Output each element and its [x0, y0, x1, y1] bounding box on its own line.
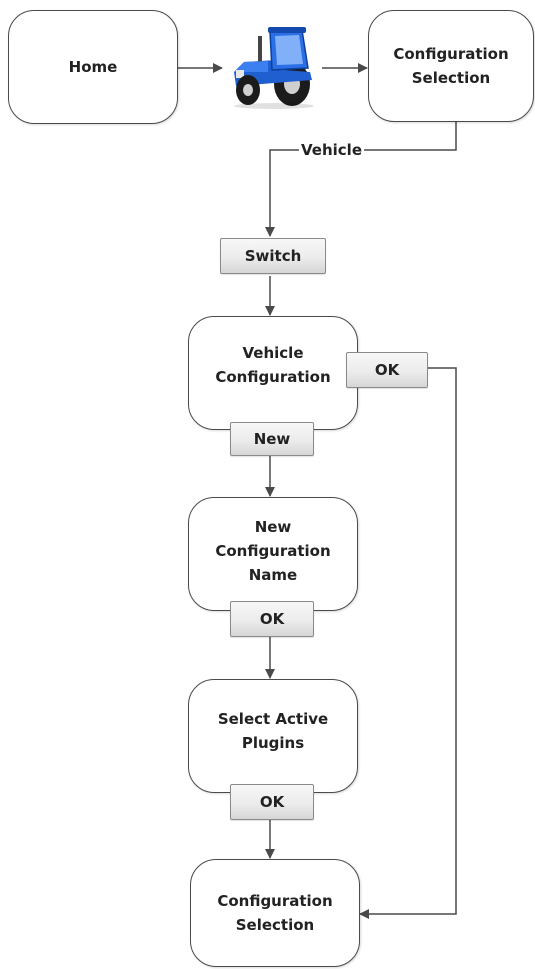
vehicle-configuration-line2: Configuration — [215, 368, 331, 386]
vehicle-configuration-ok-button[interactable]: OK — [346, 352, 428, 388]
configuration-selection-bottom-line2: Selection — [235, 916, 315, 934]
vehicle-configuration-node[interactable]: Vehicle Configuration — [188, 316, 358, 430]
new-configuration-name-line3: Name — [248, 566, 298, 584]
select-active-plugins-node[interactable]: Select Active Plugins — [188, 679, 358, 793]
new-configuration-name-ok-button[interactable]: OK — [230, 601, 314, 637]
configuration-selection-top-line1: Configuration — [393, 45, 509, 63]
configuration-selection-top-node[interactable]: Configuration Selection — [368, 10, 534, 122]
vehicle-configuration-line1: Vehicle — [242, 344, 304, 362]
select-active-plugins-line1: Select Active — [217, 710, 329, 728]
arrow-ok-to-config-selection-bottom-right — [359, 367, 457, 919]
tractor-icon — [222, 20, 322, 110]
arrow-config-selection-to-switch — [265, 122, 457, 237]
new-configuration-name-node[interactable]: New Configuration Name — [188, 497, 358, 611]
home-node[interactable]: Home — [8, 10, 178, 124]
new-configuration-name-line1: New — [254, 518, 292, 536]
configuration-selection-bottom-line1: Configuration — [217, 892, 333, 910]
home-label: Home — [68, 58, 118, 76]
select-active-plugins-line2: Plugins — [241, 734, 305, 752]
new-button[interactable]: New — [230, 422, 314, 456]
new-configuration-name-line2: Configuration — [215, 542, 331, 560]
configuration-selection-bottom-node[interactable]: Configuration Selection — [190, 859, 360, 967]
configuration-selection-top-line2: Selection — [411, 69, 491, 87]
switch-button[interactable]: Switch — [220, 238, 326, 274]
edge-label-vehicle: Vehicle — [299, 141, 364, 159]
select-active-plugins-ok-button[interactable]: OK — [230, 784, 314, 820]
